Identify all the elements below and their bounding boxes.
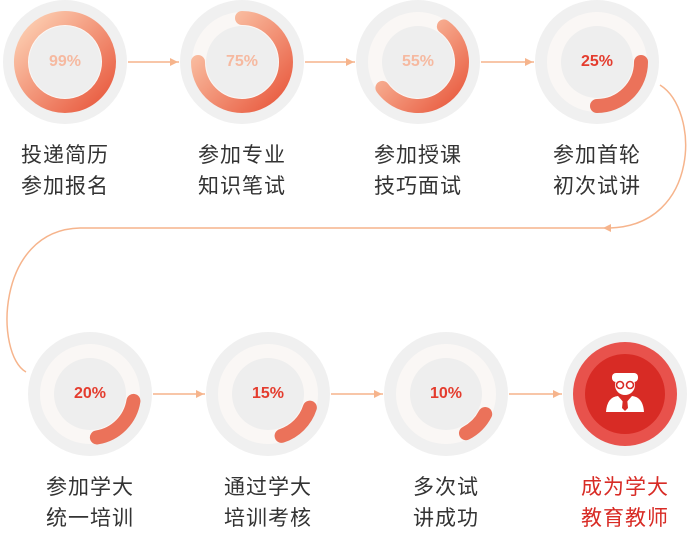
final-step-circle [563,332,687,456]
progress-circle-2 [180,0,304,124]
step-label-line-1: 参加首轮 [553,143,641,167]
step-label: 多次试讲成功 [366,472,526,534]
step-label-line-2: 讲成功 [413,506,479,530]
step-percent: 15% [251,385,285,402]
step-label-line-2: 培训考核 [224,506,312,530]
progress-arc [191,11,293,113]
inner-disc [410,358,482,430]
final-label-line-2: 教育教师 [581,506,669,530]
inner-disc [54,358,126,430]
inner-disc [232,358,304,430]
progress-arc [89,393,141,445]
row-link-curve [6,84,687,373]
step-percent: 75% [225,53,259,70]
step-label-line-1: 参加学大 [46,475,134,499]
connector-arrow [374,390,382,398]
step-label-line-2: 知识笔试 [198,174,286,198]
progress-circle-4 [535,0,659,124]
step-label-line-1: 通过学大 [224,475,312,499]
step-label: 参加专业知识笔试 [162,140,322,202]
progress-arc [375,19,469,113]
progress-circle-1 [3,0,127,124]
step-percent: 20% [73,385,107,402]
step-label-line-2: 统一培训 [46,506,134,530]
step-label-line-1: 参加专业 [198,143,286,167]
inner-disc [29,26,101,98]
step-label: 投递简历参加报名 [0,140,145,202]
progress-circle-6 [206,332,330,456]
connector-arrow [525,58,533,66]
step-label-line-2: 参加报名 [21,174,109,198]
step-percent: 10% [429,385,463,402]
connector-arrow [196,390,204,398]
connector-arrow [170,58,178,66]
step-percent: 55% [401,53,435,70]
connector-arrow [346,58,354,66]
step-percent: 25% [580,53,614,70]
step-label-line-2: 技巧面试 [374,174,462,198]
step-label-line-1: 投递简历 [21,143,109,167]
teacher-icon [606,373,644,412]
step-label: 参加授课技巧面试 [338,140,498,202]
final-step-label: 成为学大教育教师 [560,472,690,534]
step-percent: 99% [48,53,82,70]
inner-disc [382,26,454,98]
step-label-line-1: 多次试 [413,475,479,499]
progress-circle-5 [28,332,152,456]
progress-arc [274,400,317,443]
progress-arc [458,406,493,441]
step-label-line-2: 初次试讲 [553,174,641,198]
step-label: 参加学大统一培训 [10,472,170,534]
progress-arc [590,55,648,113]
step-label-line-1: 参加授课 [374,143,462,167]
inner-disc [206,26,278,98]
progress-arc [14,11,116,113]
progress-circle-7 [384,332,508,456]
final-label-line-1: 成为学大 [581,475,669,499]
progress-circle-3 [356,0,480,124]
step-label: 通过学大培训考核 [188,472,348,534]
step-label: 参加首轮初次试讲 [517,140,677,202]
connector-arrow [553,390,561,398]
inner-disc [561,26,633,98]
row-link-arrow [603,224,611,232]
